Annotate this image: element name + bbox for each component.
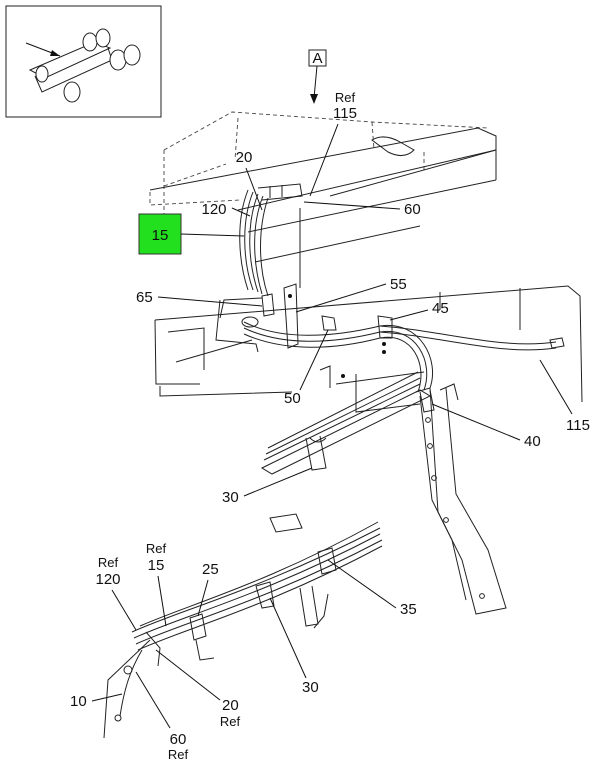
callout-ref-120-num: 120 [95, 571, 120, 588]
callout-120: 120 [201, 201, 226, 218]
upper-frame-rail [149, 111, 497, 288]
callout-65: 65 [136, 289, 153, 306]
locator-inset [5, 5, 162, 118]
main-frame-rail [154, 285, 583, 533]
view-marker-a: A [308, 49, 327, 104]
callout-ref-120-word: Ref [98, 555, 119, 570]
highlighted-part-15[interactable]: 15 [138, 213, 245, 255]
callout-ref-115-word: Ref [335, 90, 356, 105]
callout-30-top: 30 [222, 489, 239, 506]
callout-20-top: 20 [236, 149, 253, 166]
callout-115: 115 [566, 417, 590, 434]
callout-ref-15-word: Ref [146, 541, 167, 556]
callout-50: 50 [284, 390, 301, 407]
callout-60-bottom: 60 [170, 731, 187, 748]
callout-30-bottom: 30 [302, 679, 319, 696]
callout-ref-20-word: Ref [220, 714, 241, 729]
callout-20-bottom: 20 [222, 697, 239, 714]
wiring-harness-upper [239, 189, 565, 393]
callout-35: 35 [400, 601, 417, 618]
callout-40: 40 [524, 433, 541, 450]
view-letter: A [312, 50, 322, 67]
callout-ref-115-num: 115 [333, 105, 357, 122]
callout-10: 10 [70, 693, 87, 710]
callout-labels: Ref 115 20 120 60 65 55 45 50 115 40 30 [70, 90, 590, 761]
callout-55: 55 [390, 276, 407, 293]
callout-60-top: 60 [404, 201, 421, 218]
callout-15-label: 15 [152, 227, 169, 244]
callout-25: 25 [202, 561, 219, 578]
wiring-harness-middle [260, 371, 435, 475]
callout-ref-15-num: 15 [148, 557, 165, 574]
spring-hanger [415, 383, 507, 615]
callout-ref-60-word: Ref [168, 747, 189, 761]
callout-45: 45 [432, 300, 449, 317]
